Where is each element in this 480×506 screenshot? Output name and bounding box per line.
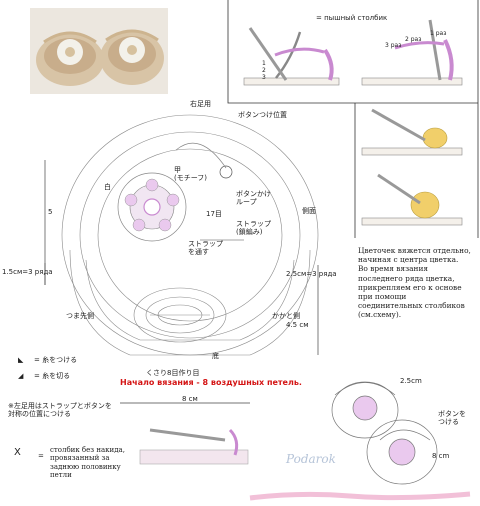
legend-cut-arrow: ◢	[18, 372, 24, 380]
white-label: 白	[104, 183, 111, 191]
button-marker	[219, 165, 233, 179]
shoe-button-label: ボタンを つける	[438, 410, 466, 426]
legend-note: ※左足用はストラップとボタンを 対称の位置につける	[8, 402, 112, 418]
strap-pass-label: ストラップ を通す	[188, 240, 223, 256]
booties-photo	[30, 8, 168, 94]
chain-start-label: くさり8目作り目	[146, 369, 200, 377]
legend-cut: = 糸を切る	[34, 372, 71, 380]
right-foot-label: 右足用	[190, 100, 211, 108]
booties-photo-illustration	[30, 8, 168, 94]
step-number-3: 3	[262, 74, 266, 81]
measure-4-5cm: 4.5 см	[286, 321, 309, 329]
measure-2-5cm: 2.5см=3 ряда	[286, 270, 337, 278]
watermark: Podarok	[286, 452, 336, 466]
step-count-1: 1 раз	[430, 30, 447, 37]
step-count-2: 2 раз	[405, 36, 422, 43]
stitch-illustration	[139, 428, 249, 465]
loop-stitch-count: 17目	[206, 210, 222, 218]
step-number-1: 1	[262, 60, 266, 67]
shoe-dim-2-5: 2.5cm	[400, 377, 422, 385]
toe-label: つま先側	[66, 312, 94, 320]
button-position-label: ボタンつけ位置	[238, 111, 287, 119]
shoe-outline	[331, 381, 438, 485]
description-text: Цветочек вяжется отдельно, начиная с цен…	[358, 246, 471, 320]
side-label: 側面	[302, 207, 316, 215]
stitch-symbol: X	[14, 447, 21, 458]
shoe-dim-8: 8 cm	[432, 452, 450, 460]
measure-8cm: 8 см	[182, 395, 198, 403]
step-count-3: 3 раз	[385, 42, 402, 49]
heel-label: かかと側	[272, 312, 300, 320]
stitch-eq: =	[38, 452, 44, 460]
step-illustration-3	[361, 108, 463, 156]
sole-label: 底	[212, 352, 219, 360]
start-instruction: Начало вязания - 8 воздушных петель.	[120, 378, 302, 387]
legend-attach-arrow: ◣	[18, 356, 24, 364]
motif-label: (モチーフ)	[174, 174, 208, 182]
measure-1-5cm: 1.5см=3 ряда	[2, 268, 53, 276]
strap-label: ストラップ (鎖編み)	[236, 220, 271, 236]
legend-attach: = 糸をつける	[34, 356, 78, 364]
button-loop-label: ボタンかけ ループ	[236, 190, 271, 206]
pink-border	[249, 491, 471, 501]
step-number-2: 2	[262, 67, 266, 74]
flower-motif	[117, 172, 187, 242]
motif-ko-label: 甲	[174, 166, 181, 174]
step-illustration-2	[361, 19, 463, 86]
stitch-desc: столбик без накида, провязанный за задню…	[50, 446, 125, 480]
legend-top-symbol-desc: = пышный столбик	[316, 14, 388, 22]
crochet-chart	[61, 114, 319, 356]
step-illustration-1	[243, 27, 340, 86]
step-illustration-4	[361, 173, 463, 226]
measure-5: 5	[48, 208, 53, 216]
